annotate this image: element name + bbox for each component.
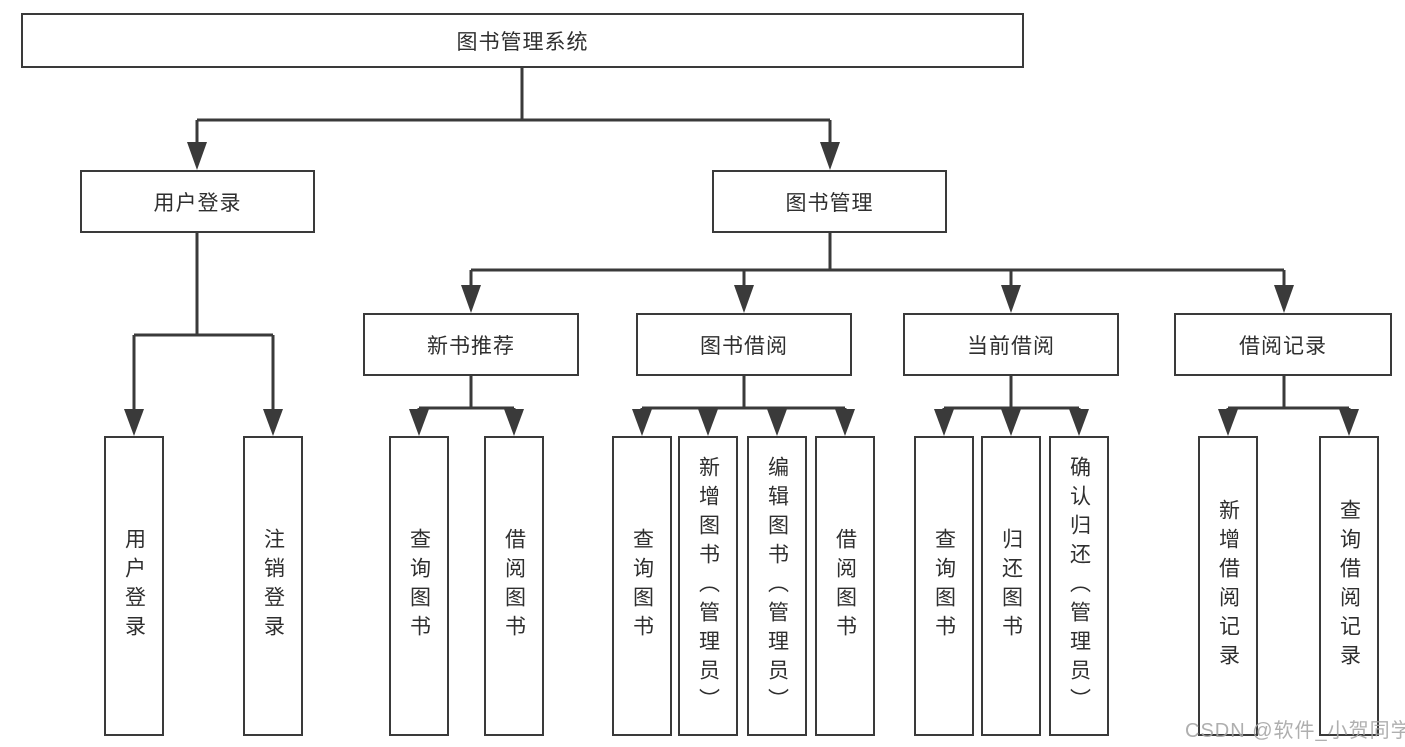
leaf-user-login: 用户登录 <box>104 436 164 736</box>
node-current-borrowing: 当前借阅 <box>903 313 1119 376</box>
leaf-edit-book-admin: 编辑图书（管理员） <box>747 436 807 736</box>
node-label: 图书管理系统 <box>456 30 589 54</box>
arrow-icon <box>1339 409 1359 436</box>
leaf-label: 新增借阅记录 <box>1216 499 1240 673</box>
arrow-icon <box>187 142 207 170</box>
leaf-query-books-current: 查询图书 <box>914 436 974 736</box>
leaf-label: 用户登录 <box>122 528 146 644</box>
connector-paths <box>132 68 1351 414</box>
arrow-icon <box>835 409 855 436</box>
leaf-query-books-borrowing: 查询图书 <box>612 436 672 736</box>
node-label: 图书借阅 <box>700 334 788 358</box>
leaf-borrow-books-recommend: 借阅图书 <box>484 436 544 736</box>
arrow-icon <box>632 409 652 436</box>
leaf-label: 查询图书 <box>630 528 654 644</box>
leaf-query-books-recommend: 查询图书 <box>389 436 449 736</box>
leaf-label: 查询图书 <box>407 528 431 644</box>
leaf-label: 注销登录 <box>261 528 285 644</box>
node-label: 借阅记录 <box>1239 334 1327 358</box>
node-book-management: 图书管理 <box>712 170 947 233</box>
arrow-icon <box>409 409 429 436</box>
node-library-management-system: 图书管理系统 <box>21 13 1024 68</box>
arrow-icon <box>1069 409 1089 436</box>
arrow-icon <box>734 285 754 313</box>
arrow-icon <box>820 142 840 170</box>
leaf-label: 借阅图书 <box>833 528 857 644</box>
node-label: 用户登录 <box>153 191 242 215</box>
leaf-label: 编辑图书（管理员） <box>765 455 789 717</box>
arrow-icon <box>504 409 524 436</box>
arrow-icon <box>461 285 481 313</box>
arrow-icon <box>1274 285 1294 313</box>
leaf-label: 查询借阅记录 <box>1337 499 1361 673</box>
leaf-borrow-books-borrowing: 借阅图书 <box>815 436 875 736</box>
leaf-add-borrow-record: 新增借阅记录 <box>1198 436 1258 736</box>
arrow-icon <box>124 409 144 436</box>
node-book-borrowing: 图书借阅 <box>636 313 852 376</box>
leaf-label: 查询图书 <box>932 528 956 644</box>
leaf-label: 归还图书 <box>999 528 1023 644</box>
node-label: 图书管理 <box>785 191 874 215</box>
node-borrowing-records: 借阅记录 <box>1174 313 1392 376</box>
leaf-label: 新增图书（管理员） <box>696 455 720 717</box>
node-new-book-recommendation: 新书推荐 <box>363 313 579 376</box>
node-label: 当前借阅 <box>967 334 1055 358</box>
node-label: 新书推荐 <box>427 334 515 358</box>
arrow-icon <box>767 409 787 436</box>
arrowheads <box>124 142 1359 436</box>
csdn-watermark: CSDN @软件_小贺同学 <box>1185 720 1405 742</box>
leaf-logout: 注销登录 <box>243 436 303 736</box>
leaf-query-borrow-record: 查询借阅记录 <box>1319 436 1379 736</box>
node-user-login: 用户登录 <box>80 170 315 233</box>
leaf-confirm-return-admin: 确认归还（管理员） <box>1049 436 1109 736</box>
leaf-label: 借阅图书 <box>502 528 526 644</box>
arrow-icon <box>263 409 283 436</box>
arrow-icon <box>934 409 954 436</box>
leaf-add-book-admin: 新增图书（管理员） <box>678 436 738 736</box>
leaf-label: 确认归还（管理员） <box>1067 455 1091 717</box>
arrow-icon <box>698 409 718 436</box>
arrow-icon <box>1001 285 1021 313</box>
leaf-return-books: 归还图书 <box>981 436 1041 736</box>
arrow-icon <box>1001 409 1021 436</box>
arrow-icon <box>1218 409 1238 436</box>
